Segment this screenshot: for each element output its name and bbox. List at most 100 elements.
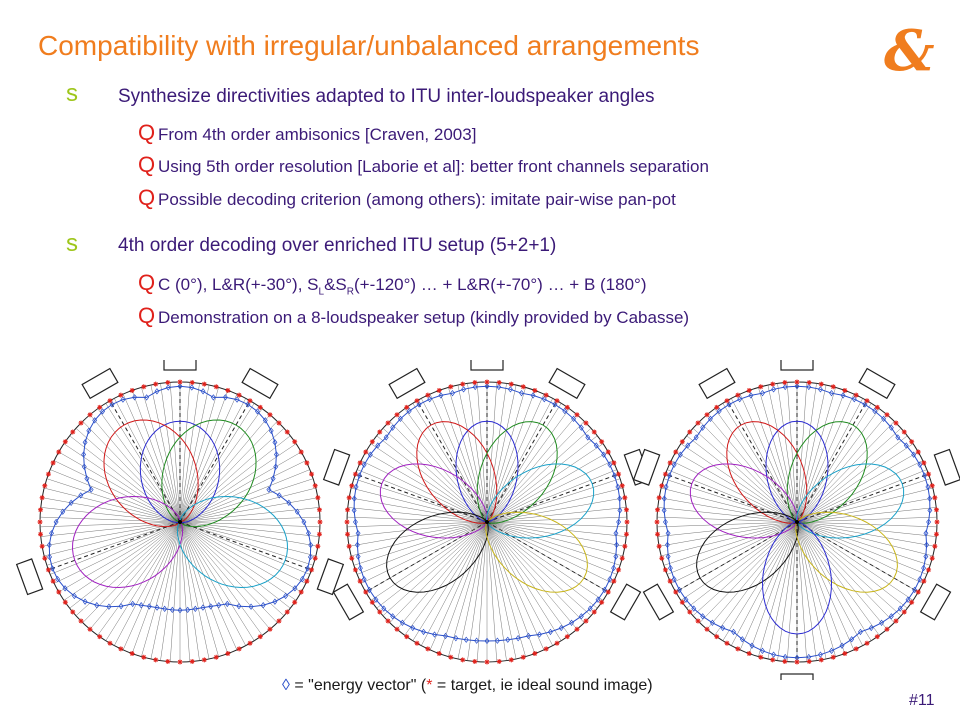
energy-vector-marker [731,628,736,636]
energy-vector-marker [260,602,266,609]
energy-vector-marker [685,442,691,449]
target-marker [623,531,629,537]
energy-vector-marker [858,628,863,636]
target-marker [298,449,304,455]
loudspeaker-icon [241,367,279,400]
target-marker [346,495,352,501]
target-marker [611,460,617,466]
energy-vector-marker [84,475,90,482]
target-marker [50,578,56,584]
energy-vector-marker [78,492,84,499]
energy-vector-marker [806,383,812,391]
loudspeaker-icon [548,367,586,400]
target-marker [656,543,662,549]
target-marker [50,460,56,466]
energy-vector-marker [926,518,932,526]
energy-vector-marker [903,442,909,449]
energy-vector-marker [305,565,311,572]
energy-vector-marker [361,576,367,583]
loudspeaker-icon [316,558,345,596]
energy-vector-marker [923,530,929,537]
directivity-lobe [476,421,558,524]
energy-vector-marker [270,475,276,482]
speaker-axis [796,473,929,523]
energy-vector-marker [120,396,126,403]
target-marker [141,384,147,390]
energy-vector-marker [868,624,874,632]
target-marker [414,640,420,646]
listener-point [795,520,799,524]
target-marker [611,578,617,584]
energy-vector-marker [224,600,230,608]
target-marker [695,618,701,624]
speaker-axis [48,521,181,571]
directivity-lobe [796,463,905,539]
target-marker [662,471,668,477]
energy-vector-marker [208,603,214,610]
target-marker [929,483,935,489]
target-marker [316,531,322,537]
bullet-marker-icon: s [66,80,78,107]
energy-vector-marker [616,518,622,526]
target-marker [70,429,76,435]
loudspeaker-icon [388,367,426,400]
target-marker [704,626,710,632]
target-marker [363,589,369,595]
energy-vector-marker [879,619,885,626]
target-marker [853,646,859,652]
target-marker [42,555,48,561]
energy-vector-marker [693,434,699,441]
energy-vector-marker [862,401,868,408]
target-marker [624,519,630,525]
target-marker [247,398,253,404]
energy-vector-marker [707,415,713,422]
bullet-text: 4th order decoding over enriched ITU set… [118,235,557,256]
target-marker [659,555,665,561]
target-marker [599,439,605,445]
energy-vector-marker [357,564,363,572]
target-marker [70,609,76,615]
energy-vector-marker [353,483,359,491]
target-marker [929,555,935,561]
speaker-axis [179,521,312,571]
target-marker [357,578,363,584]
target-marker [37,519,43,525]
energy-vector-marker [169,606,175,614]
energy-vector-marker [421,628,426,636]
target-marker [599,599,605,605]
energy-vector-marker [248,603,254,610]
energy-vector-marker [443,632,448,640]
target-marker [284,609,290,615]
energy-vector-marker [399,619,405,626]
target-marker [107,398,113,404]
energy-vector-marker [49,530,54,537]
target-marker [758,654,764,660]
energy-vector-marker [189,384,195,391]
target-marker [695,420,701,426]
energy-vector-marker [383,434,389,441]
target-marker [654,519,660,525]
target-marker [153,657,159,663]
target-marker [377,609,383,615]
energy-vector-marker [665,553,671,560]
energy-vector-marker [881,415,887,422]
target-marker [770,381,776,387]
target-marker [794,379,800,385]
energy-vector-marker [354,541,360,549]
energy-vector-marker [897,605,903,612]
target-marker [315,495,321,501]
energy-vector-marker [771,386,777,393]
directivity-lobe [795,511,898,593]
target-marker [177,379,183,385]
target-marker [915,449,921,455]
target-marker [312,555,318,561]
energy-vector-marker [925,483,931,491]
target-marker [39,495,45,501]
target-marker [87,626,93,632]
speaker-axis [675,521,798,593]
energy-vector-marker [60,508,66,515]
energy-vector-marker [255,408,260,415]
page-number: #11 [909,692,935,709]
loudspeaker-icon [933,448,960,486]
target-marker [574,412,580,418]
